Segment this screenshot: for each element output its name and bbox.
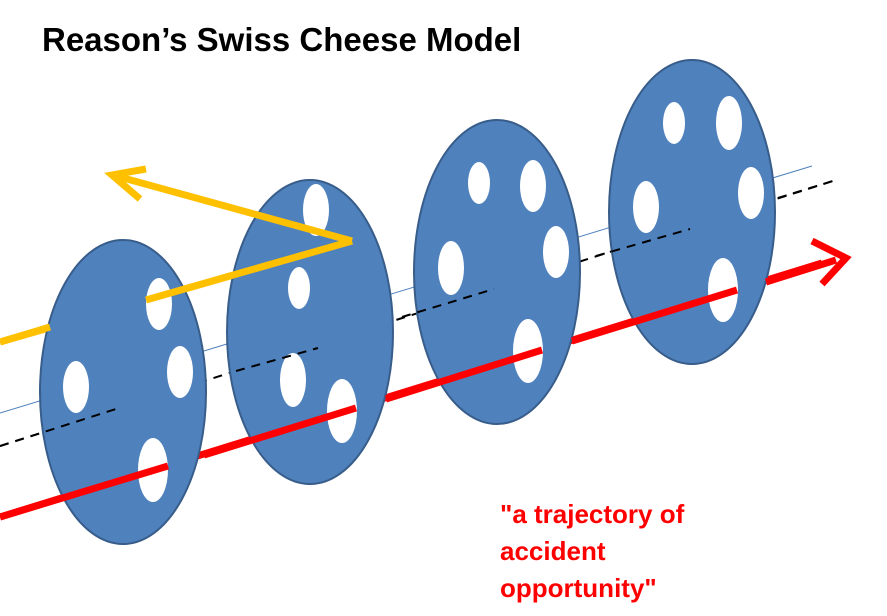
accident-trajectory-seg-5 bbox=[764, 256, 838, 286]
dashed-line-over-slice-4 bbox=[595, 228, 691, 257]
failed-trajectory-deflected bbox=[115, 172, 353, 245]
caption-line-1: "a trajectory of bbox=[500, 499, 685, 529]
slice-hole bbox=[303, 184, 329, 236]
slice-hole bbox=[146, 278, 172, 330]
slice-hole bbox=[288, 267, 310, 309]
slice-hole bbox=[738, 167, 764, 219]
slice-hole bbox=[468, 162, 490, 204]
dashed-line-over-slice-3 bbox=[401, 288, 495, 318]
accident-trajectory-seg-3 bbox=[384, 346, 544, 403]
dashed-line-over-slice-2 bbox=[235, 347, 319, 372]
slice-hole bbox=[438, 241, 464, 295]
accident-trajectory-seg-1 bbox=[0, 462, 170, 521]
caption-line-3: opportunity" bbox=[500, 573, 657, 603]
accident-trajectory-seg-4 bbox=[570, 286, 739, 345]
slice-hole bbox=[663, 102, 685, 144]
accident-arrowhead bbox=[810, 237, 852, 287]
slice-hole bbox=[63, 361, 89, 413]
failed-arrowhead bbox=[104, 165, 147, 202]
accident-trajectory-seg-2 bbox=[202, 404, 358, 459]
slice-hole bbox=[633, 181, 659, 233]
slice-hole bbox=[716, 96, 742, 150]
failed-trajectory-seg-1 bbox=[0, 323, 52, 346]
trajectory-caption: "a trajectory of accident opportunity" bbox=[500, 496, 780, 607]
dashed-line-over-slice-1 bbox=[0, 408, 117, 447]
diagram-title: Reason’s Swiss Cheese Model bbox=[42, 21, 522, 58]
slice-hole bbox=[708, 258, 738, 322]
failed-trajectory-seg-2 bbox=[145, 237, 353, 304]
slice-hole bbox=[543, 226, 569, 278]
slice-hole bbox=[280, 353, 306, 407]
cheese-slice-3 bbox=[413, 119, 581, 425]
dashed-line-tail bbox=[777, 179, 837, 199]
slice-hole bbox=[520, 160, 546, 212]
slice-hole bbox=[167, 346, 193, 398]
caption-line-2: accident bbox=[500, 536, 606, 566]
